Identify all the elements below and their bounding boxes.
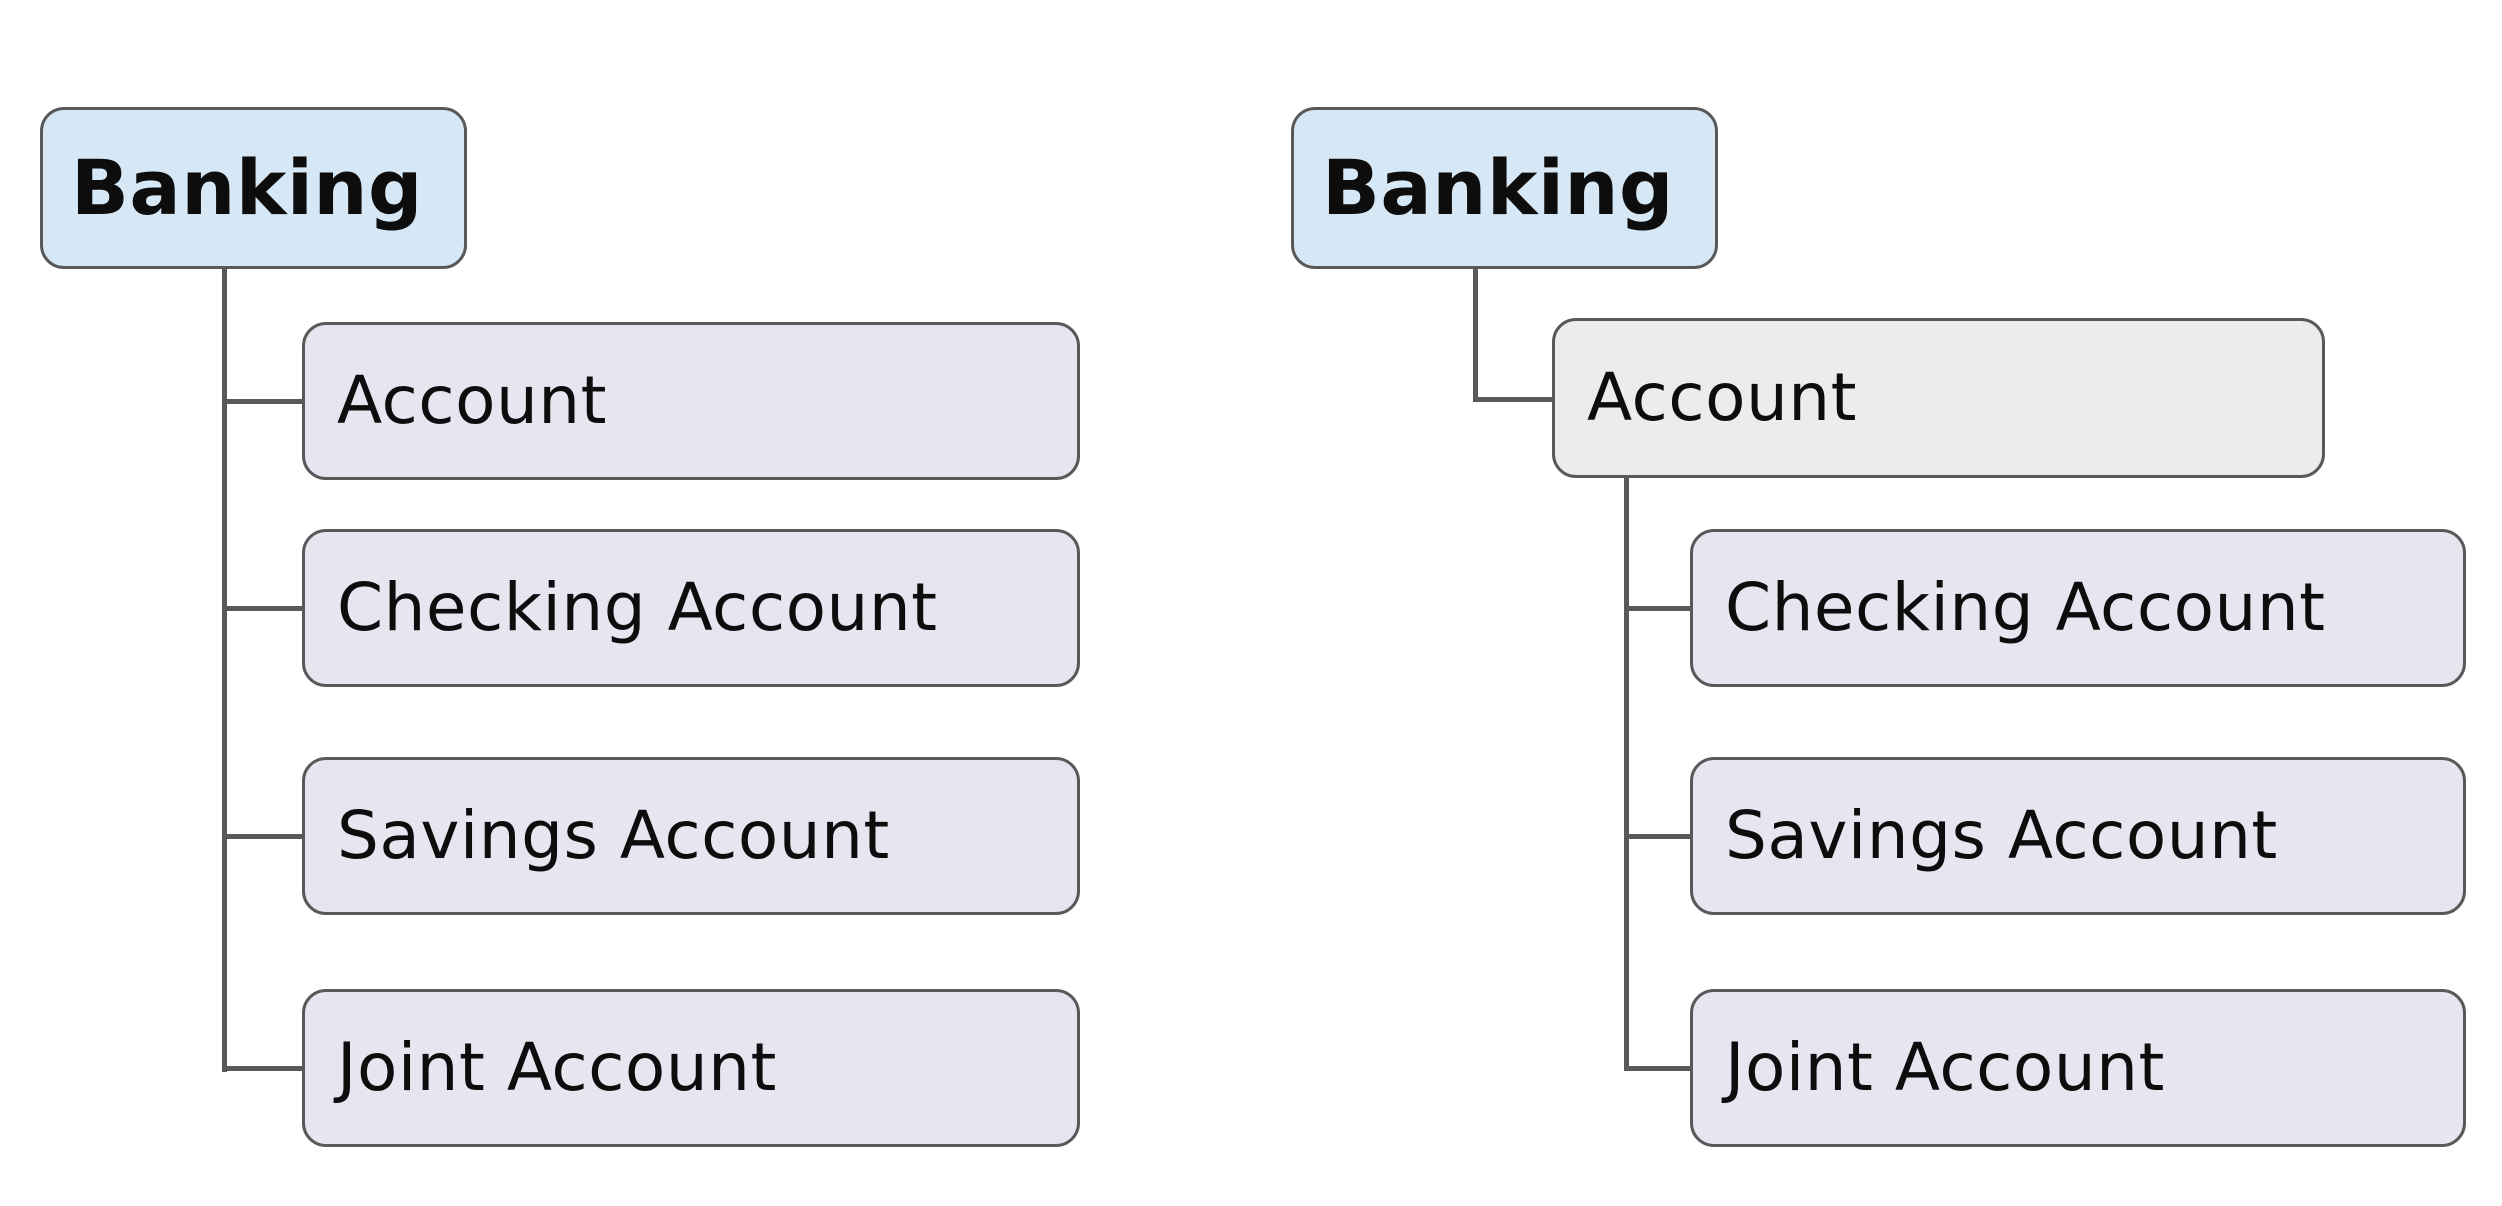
connector-sub-trunk — [1624, 476, 1629, 1071]
connector-branch-stub — [1473, 397, 1555, 402]
connector-branch-stub — [222, 606, 302, 611]
connector-branch-stub — [222, 399, 302, 404]
connector-branch-stub — [1624, 606, 1692, 611]
node-checking-account[interactable]: Checking Account — [1690, 529, 2466, 687]
node-account[interactable]: Account — [302, 322, 1080, 480]
node-banking[interactable]: Banking — [40, 107, 467, 269]
node-label: Account — [337, 362, 607, 439]
connector-branch-stub — [222, 1066, 302, 1071]
connector-branch-stub — [1624, 1066, 1692, 1071]
connector-trunk — [1473, 266, 1478, 402]
node-label: Checking Account — [337, 569, 938, 646]
node-label: Joint Account — [337, 1029, 777, 1106]
node-joint-account[interactable]: Joint Account — [1690, 989, 2466, 1147]
node-label: Banking — [71, 143, 423, 232]
node-label: Joint Account — [1725, 1029, 2165, 1106]
connector-trunk — [222, 266, 227, 1072]
connector-branch-stub — [1624, 834, 1692, 839]
node-label: Savings Account — [337, 797, 890, 874]
node-account[interactable]: Account — [1552, 318, 2325, 478]
node-label: Account — [1587, 359, 1857, 436]
node-banking[interactable]: Banking — [1291, 107, 1718, 269]
node-label: Savings Account — [1725, 797, 2278, 874]
node-checking-account[interactable]: Checking Account — [302, 529, 1080, 687]
node-joint-account[interactable]: Joint Account — [302, 989, 1080, 1147]
node-savings-account[interactable]: Savings Account — [302, 757, 1080, 915]
connector-branch-stub — [222, 834, 302, 839]
node-savings-account[interactable]: Savings Account — [1690, 757, 2466, 915]
node-label: Checking Account — [1725, 569, 2326, 646]
node-label: Banking — [1322, 143, 1674, 232]
